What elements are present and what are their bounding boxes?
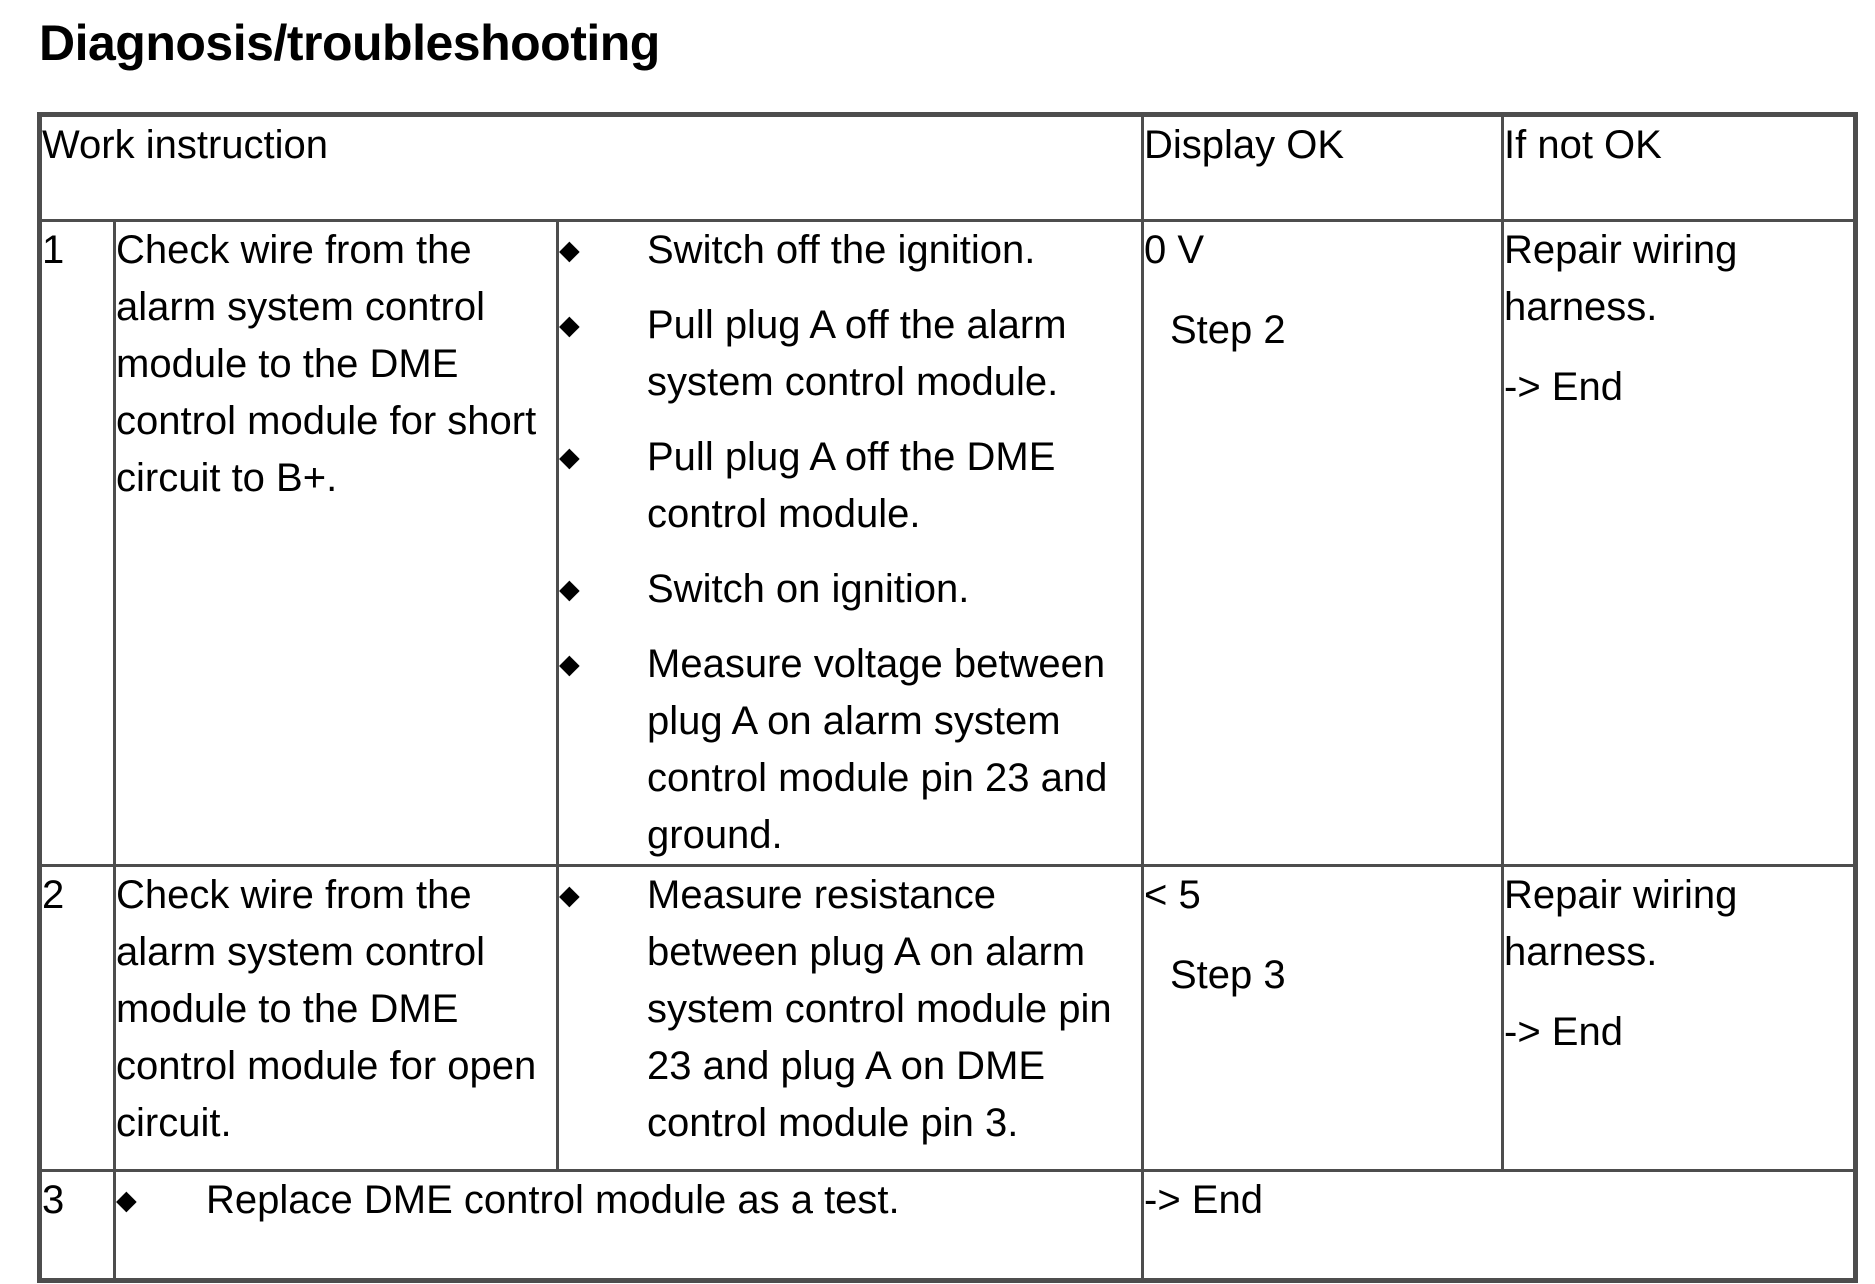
step-number: 1 (38, 219, 116, 867)
bullet-diamond-icon: ◆ (559, 310, 580, 340)
bullet-diamond-icon: ◆ (559, 649, 580, 679)
display-ok-cell: < 5 Step 3 (1141, 864, 1504, 1172)
step-text: Measure resistance between plug A on ala… (647, 873, 1112, 1145)
list-item: ◆ Switch on ignition. (559, 561, 1140, 618)
troubleshooting-table: Work instruction Display OK If not OK 1 … (37, 112, 1858, 1283)
list-item: ◆ Switch off the ignition. (559, 224, 1140, 280)
table-row: 3 ◆ Replace DME control module as a test… (38, 1169, 1857, 1282)
table-row: 2 Check wire from the alarm system contr… (38, 864, 1857, 1172)
step-text: Switch on ignition. (647, 567, 970, 611)
bullet-diamond-icon: ◆ (116, 1185, 137, 1215)
display-ok-cell: 0 V Step 2 (1141, 219, 1504, 867)
if-not-ok-action: Repair wiring harness. (1504, 228, 1738, 329)
next-step-ref: Step 3 (1170, 953, 1286, 997)
step-text: Replace DME control module as a test. (206, 1178, 900, 1222)
bullet-diamond-icon: ◆ (559, 235, 580, 265)
header-work-instruction: Work instruction (38, 113, 1144, 222)
if-not-ok-result: -> End (1144, 1178, 1263, 1222)
list-item: ◆ Measure resistance between plug A on a… (559, 869, 1140, 1153)
if-not-ok-result: -> End (1504, 1010, 1623, 1054)
step-number: 3 (38, 1169, 116, 1282)
display-ok-value: < 5 (1144, 873, 1201, 917)
check-description: Check wire from the alarm system control… (113, 219, 559, 867)
check-description: Check wire from the alarm system control… (113, 864, 559, 1172)
list-item: ◆ Pull plug A off the DME control module… (559, 429, 1140, 543)
list-item: ◆ Measure voltage between plug A on alar… (559, 636, 1140, 863)
bullet-diamond-icon: ◆ (559, 574, 580, 604)
step-text: Switch off the ignition. (647, 228, 1036, 272)
step-text: Pull plug A off the alarm system control… (647, 303, 1067, 404)
display-ok-value: 0 V (1144, 228, 1205, 272)
if-not-ok-action: Repair wiring harness. (1504, 873, 1738, 974)
list-item: ◆ Pull plug A off the alarm system contr… (559, 297, 1140, 411)
step-text: Measure voltage between plug A on alarm … (647, 642, 1108, 857)
step-text: Pull plug A off the DME control module. (647, 435, 1056, 536)
header-display-ok: Display OK (1141, 113, 1504, 222)
next-step-ref: Step 2 (1170, 308, 1286, 352)
work-steps: ◆ Switch off the ignition. ◆ Pull plug A… (556, 219, 1144, 867)
work-steps: ◆ Measure resistance between plug A on a… (556, 864, 1144, 1172)
list-item: ◆ Replace DME control module as a test. (116, 1174, 1140, 1230)
step-number: 2 (38, 864, 116, 1172)
if-not-ok-cell: Repair wiring harness. -> End (1501, 864, 1857, 1172)
table-row: 1 Check wire from the alarm system contr… (38, 219, 1857, 867)
if-not-ok-cell: Repair wiring harness. -> End (1501, 219, 1857, 867)
result-cell: -> End (1141, 1169, 1857, 1282)
page-title: Diagnosis/troubleshooting (39, 15, 660, 71)
work-steps: ◆ Replace DME control module as a test. (113, 1169, 1144, 1282)
header-if-not-ok: If not OK (1501, 113, 1857, 222)
table-header-row: Work instruction Display OK If not OK (38, 113, 1857, 222)
if-not-ok-result: -> End (1504, 365, 1623, 409)
bullet-diamond-icon: ◆ (559, 880, 580, 910)
bullet-diamond-icon: ◆ (559, 442, 580, 472)
